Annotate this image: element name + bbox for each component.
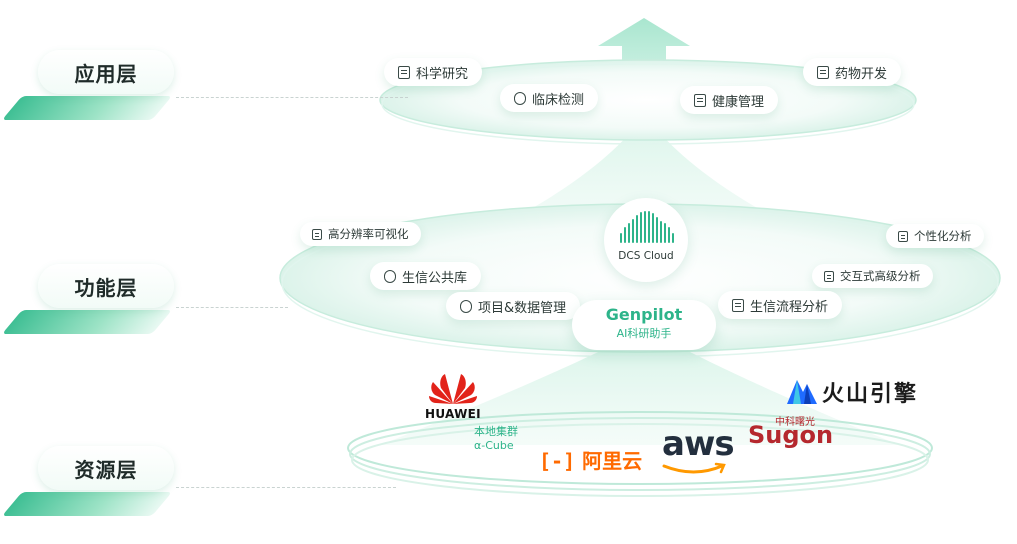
app-item-clinical: 临床检测 bbox=[500, 84, 599, 112]
func-item-interactive: 交互式高级分析 bbox=[812, 264, 933, 288]
genpilot-subtitle: AI科研助手 bbox=[616, 327, 672, 340]
genpilot-badge: Genpilot AI科研助手 bbox=[572, 300, 716, 350]
search-doc-icon bbox=[514, 91, 526, 105]
app-item-research: 科学研究 bbox=[384, 58, 483, 86]
attach-icon bbox=[384, 269, 396, 283]
health-doc-icon bbox=[694, 93, 706, 107]
func-item-pipeline: 生信流程分析 bbox=[718, 291, 843, 319]
func-item-high-res-viz: 高分辨率可视化 bbox=[300, 222, 421, 246]
func-item-label: 高分辨率可视化 bbox=[328, 227, 409, 241]
application-disc bbox=[379, 59, 917, 141]
function-layer-label: 功能层 bbox=[38, 264, 174, 308]
aws-label: aws bbox=[662, 424, 735, 464]
app-item-label: 健康管理 bbox=[712, 94, 765, 110]
func-item-label: 项目&数据管理 bbox=[478, 300, 567, 316]
chart-icon bbox=[398, 65, 410, 79]
app-item-label: 药物开发 bbox=[835, 66, 888, 82]
application-layer-base bbox=[1, 96, 173, 120]
aliyun-logo: [-] 阿里云 bbox=[539, 445, 642, 474]
alpha-cube-label: α-Cube bbox=[474, 439, 514, 452]
func-item-label: 交互式高级分析 bbox=[840, 269, 921, 283]
huawei-label: HUAWEI bbox=[425, 407, 481, 421]
app-item-label: 科学研究 bbox=[416, 66, 469, 82]
resource-disc-front bbox=[351, 423, 929, 497]
sugon-label: Sugon bbox=[748, 421, 834, 449]
aliyun-bracket-icon: [-] bbox=[539, 449, 576, 473]
local-cluster-label: 本地集群 bbox=[474, 425, 518, 438]
up-arrow bbox=[598, 18, 690, 95]
function-layer-base bbox=[1, 310, 173, 334]
dcs-cloud-icon bbox=[620, 211, 674, 243]
func-item-personalized: 个性化分析 bbox=[886, 224, 984, 248]
resource-dash-line bbox=[176, 487, 396, 488]
func-item-label: 生信流程分析 bbox=[750, 299, 829, 315]
flow-icon bbox=[732, 298, 744, 312]
sugon-cn-label: 中科曙光 bbox=[775, 417, 815, 428]
drug-icon bbox=[817, 65, 829, 79]
app-item-label: 临床检测 bbox=[532, 92, 585, 108]
genpilot-name: Genpilot bbox=[605, 305, 683, 324]
doc-icon bbox=[824, 270, 834, 282]
resource-layer-label: 资源层 bbox=[38, 446, 174, 490]
func-item-label: 个性化分析 bbox=[914, 229, 972, 243]
application-dash-line bbox=[176, 97, 408, 98]
application-layer-label: 应用层 bbox=[38, 50, 174, 94]
dcs-cloud-label: DCS Cloud bbox=[618, 250, 674, 262]
resource-disc-back bbox=[347, 411, 933, 485]
app-item-health: 健康管理 bbox=[680, 86, 779, 114]
aliyun-label: 阿里云 bbox=[582, 449, 643, 473]
volcengine-label: 火山引擎 bbox=[822, 382, 919, 407]
resource-disc-mid bbox=[349, 417, 931, 491]
aws-smile-icon bbox=[662, 462, 726, 474]
volcengine-logo-icon bbox=[787, 380, 817, 404]
bar-chart-icon bbox=[898, 230, 908, 242]
doc-icon bbox=[312, 228, 322, 240]
huawei-logo bbox=[429, 374, 477, 404]
application-disc-rim bbox=[381, 63, 915, 145]
func-item-project-data: 项目&数据管理 bbox=[446, 292, 581, 320]
resource-layer-base bbox=[1, 492, 173, 516]
func-item-bio-library: 生信公共库 bbox=[370, 262, 482, 290]
func-item-label: 生信公共库 bbox=[402, 270, 468, 286]
dcs-cloud-badge: DCS Cloud bbox=[604, 198, 688, 282]
database-icon bbox=[460, 299, 472, 313]
app-item-drug: 药物开发 bbox=[803, 58, 902, 86]
function-dash-line bbox=[176, 307, 288, 308]
